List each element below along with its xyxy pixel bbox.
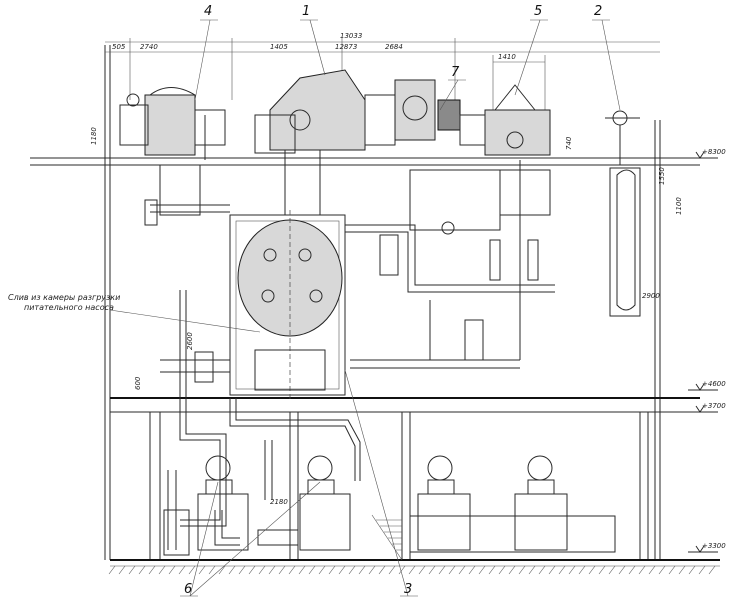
level-4600: +4600: [702, 380, 726, 388]
callout-2: 2: [594, 4, 602, 19]
callout-7: 7: [451, 65, 460, 80]
dim-1550: 1550: [658, 167, 666, 185]
note-line-1: Слив из камеры разгрузки: [8, 293, 120, 302]
turbine-assembly: [119, 87, 226, 226]
piping: [150, 160, 555, 481]
dim-2600: 2600: [186, 332, 194, 350]
dim-2684: 2684: [385, 43, 403, 51]
pump-3: [417, 455, 471, 551]
ground-hatching: [108, 565, 716, 575]
level-3300: +3300: [702, 542, 726, 550]
dim-1100: 1100: [675, 197, 683, 215]
tank: [229, 210, 346, 400]
dim-505: 505: [112, 43, 126, 51]
callout-3: 3: [404, 582, 412, 597]
dimension-labels: 13033 12873 2740 1405 2684 1410 505 1180…: [90, 32, 683, 506]
dim-1180: 1180: [90, 127, 98, 145]
callout-4: 4: [204, 4, 212, 19]
dim-2740: 2740: [140, 43, 158, 51]
valve-assembly-2: [605, 110, 641, 317]
dim-2180: 2180: [270, 498, 288, 506]
dim-600: 600: [134, 376, 142, 390]
dim-12873: 12873: [335, 43, 357, 51]
building-structure: [30, 45, 720, 567]
level-8300: +8300: [702, 148, 726, 156]
level-3700: +3700: [702, 402, 726, 410]
callouts: 1 2 3 4 5 6 7: [180, 4, 621, 597]
level-marks: +8300 +4600 +3700 +3300: [688, 148, 726, 553]
drain-note: Слив из камеры разгрузки питательного на…: [8, 293, 261, 333]
callout-1: 1: [302, 4, 310, 19]
dim-1405: 1405: [270, 43, 288, 51]
dim-740: 740: [565, 136, 573, 150]
generator-assembly: [459, 84, 551, 216]
pump-1: [197, 455, 249, 551]
main-unit: [254, 69, 461, 215]
dim-13033: 13033: [340, 32, 362, 40]
note-line-2: питательного насоса: [24, 303, 114, 312]
pump-2: [299, 455, 351, 551]
callout-6: 6: [184, 582, 192, 597]
pump-row: [167, 440, 616, 561]
callout-5: 5: [534, 4, 542, 19]
dim-1410: 1410: [498, 53, 516, 61]
pump-4: [514, 455, 568, 551]
dim-2900: 2900: [642, 292, 660, 300]
left-pipe: [163, 290, 227, 556]
